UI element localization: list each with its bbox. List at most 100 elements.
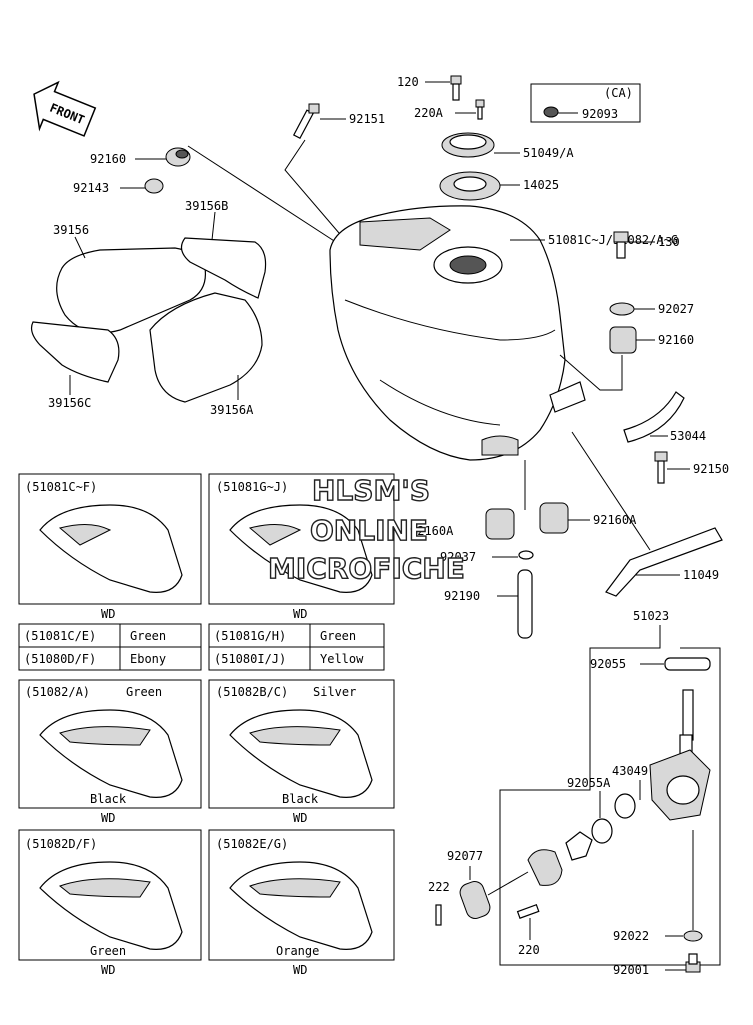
valve-stem-icon	[565, 831, 593, 861]
panel-51082-a	[18, 679, 202, 809]
fuel-tank-icon	[329, 205, 586, 461]
callout-92027: 92027	[658, 302, 694, 316]
callout-92160a-left: 92160A	[410, 524, 454, 538]
panel-3-inner-label: Black	[90, 792, 127, 806]
panel-5-footer: WD	[101, 963, 115, 977]
panel-51082d-f	[18, 829, 202, 961]
panel-5-title: (51082D/F)	[25, 837, 97, 851]
color-table-2-row1-code: (51081G/H)	[214, 629, 286, 643]
bolt-92150-icon	[654, 451, 668, 462]
callout-92077: 92077	[447, 849, 483, 863]
seal-43049-icon	[614, 793, 636, 819]
callout-51049a: 51049/A	[523, 146, 574, 160]
callout-120: 120	[397, 75, 419, 89]
grommet-92143-icon	[144, 178, 164, 194]
bolt-220a-icon	[475, 99, 485, 108]
knee-pad-39156b-icon	[180, 237, 267, 299]
callout-14025: 14025	[523, 178, 559, 192]
watermark-line-2: ONLINE	[310, 514, 428, 547]
tank-variant-1-icon	[39, 504, 183, 593]
knee-pad-39156-icon	[56, 247, 207, 334]
knee-pad-39156a-icon	[149, 292, 263, 403]
callout-53044: 53044	[670, 429, 706, 443]
callout-130: 130	[658, 235, 680, 249]
strip-53044-icon	[623, 391, 685, 443]
panel-51082b-c	[208, 679, 395, 809]
callout-220: 220	[518, 943, 540, 957]
panel-4-inner-label: Black	[282, 792, 319, 806]
callout-92190: 92190	[444, 589, 480, 603]
callout-51081: 51081C~J/51082/A~G	[548, 233, 678, 247]
callout-92022: 92022	[613, 929, 649, 943]
callout-92001: 92001	[613, 963, 649, 977]
panel-4-footer: WD	[293, 811, 307, 825]
damper-92160a-right-icon	[539, 502, 569, 534]
lever-92077-icon	[459, 881, 491, 919]
color-table-2-row1-color: Green	[320, 629, 356, 643]
callout-92160-right: 92160	[658, 333, 694, 347]
callout-39156: 39156	[53, 223, 89, 237]
panel-3-footer: WD	[101, 811, 115, 825]
ca-box-title: (CA)	[604, 86, 633, 100]
tank-variant-5-icon	[39, 861, 183, 950]
bolt-92151-icon	[292, 109, 314, 140]
color-table-2-row2-color: Yellow	[320, 652, 364, 666]
panel-2-footer: WD	[293, 607, 307, 621]
callout-11049: 11049	[683, 568, 719, 582]
panel-51081g-j	[208, 473, 395, 605]
panel-4-title: (51082B/C)	[216, 685, 288, 699]
damper-92160a-left-icon	[485, 508, 515, 540]
bolt-130-icon	[613, 231, 629, 243]
callout-92160a-right: 92160A	[593, 513, 637, 527]
panel-3-title: (51082/A)	[25, 685, 90, 699]
watermark-line-1: HLSM'S	[312, 474, 430, 507]
washer-92027-icon	[609, 302, 635, 316]
color-table-2: (51081G/H) Green (51080I/J) Yellow	[208, 623, 385, 671]
panel-3-title-right: Green	[126, 685, 162, 699]
tank-variant-4-icon	[229, 709, 373, 798]
grommet-92160-right-icon	[609, 326, 637, 354]
knee-pad-39156c-icon	[30, 321, 120, 383]
color-table-1-row2-color: Ebony	[130, 652, 166, 666]
callout-92151: 92151	[349, 112, 385, 126]
panel-1-title: (51081C~F)	[25, 480, 97, 494]
fuel-cock-icon	[649, 689, 711, 821]
callout-92055: 92055	[590, 657, 626, 671]
panel-6-footer: WD	[293, 963, 307, 977]
panel-51082e-g	[208, 829, 395, 961]
callout-39156c: 39156C	[48, 396, 91, 410]
screw-222-icon	[435, 904, 442, 926]
ca-box	[530, 83, 641, 123]
plate-icon	[527, 849, 563, 886]
panel-51081c-f	[18, 473, 202, 605]
panel-4-title-right: Silver	[313, 685, 356, 699]
callout-220a: 220A	[414, 106, 444, 120]
callout-51023: 51023	[633, 609, 669, 623]
color-table-2-row2-code: (51080I/J)	[214, 652, 286, 666]
color-table-1: (51081C/E) Green (51080D/F) Ebony	[18, 623, 202, 671]
oring-92055a-icon	[591, 818, 613, 844]
panel-1-footer: WD	[101, 607, 115, 621]
callout-222: 222	[428, 880, 450, 894]
panel-5-inner-label: Green	[90, 944, 126, 958]
color-table-1-row2-code: (51080D/F)	[24, 652, 96, 666]
bolt-120-icon	[450, 75, 462, 85]
hose-92190-icon	[517, 569, 533, 639]
clip-92037-icon	[518, 550, 534, 560]
callout-92150: 92150	[693, 462, 729, 476]
tank-variant-6-icon	[229, 861, 373, 950]
callout-43049: 43049	[612, 764, 648, 778]
tank-variant-3-icon	[39, 709, 183, 798]
panel-6-title: (51082E/G)	[216, 837, 288, 851]
callout-92037: 92037	[440, 550, 476, 564]
assembly-box-51023	[499, 625, 721, 966]
color-table-1-row1-color: Green	[130, 629, 166, 643]
ca-box-part: 92093	[582, 107, 618, 121]
callout-92055a: 92055A	[567, 776, 611, 790]
panel-2-title: (51081G~J)	[216, 480, 288, 494]
callout-39156b: 39156B	[185, 199, 228, 213]
callout-39156a: 39156A	[210, 403, 254, 417]
screw-220-icon	[516, 903, 540, 919]
callout-92143: 92143	[73, 181, 109, 195]
